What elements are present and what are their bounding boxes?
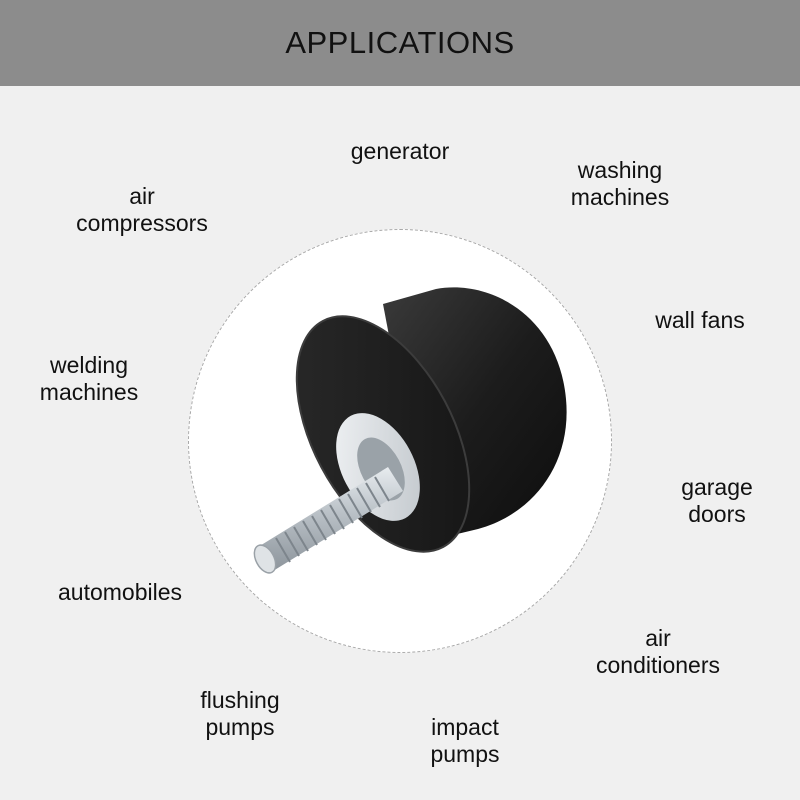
label-impact-pumps: impact pumps (430, 714, 500, 767)
label-wall-fans: wall fans (655, 307, 745, 333)
label-flushing-pumps: flushing pumps (200, 687, 280, 740)
label-air-conditioners: air conditioners (595, 625, 721, 678)
label-washing-machines: washing machines (570, 157, 670, 210)
label-welding-machines: welding machines (39, 352, 139, 405)
label-generator: generator (350, 138, 450, 164)
label-air-compressors: air compressors (76, 183, 208, 236)
header-bar: APPLICATIONS (0, 0, 800, 86)
label-garage-doors: garage doors (681, 474, 753, 527)
page-title: APPLICATIONS (285, 25, 515, 60)
rubber-mount-image (253, 287, 567, 574)
label-automobiles: automobiles (57, 579, 183, 605)
threaded-stud (253, 467, 403, 574)
